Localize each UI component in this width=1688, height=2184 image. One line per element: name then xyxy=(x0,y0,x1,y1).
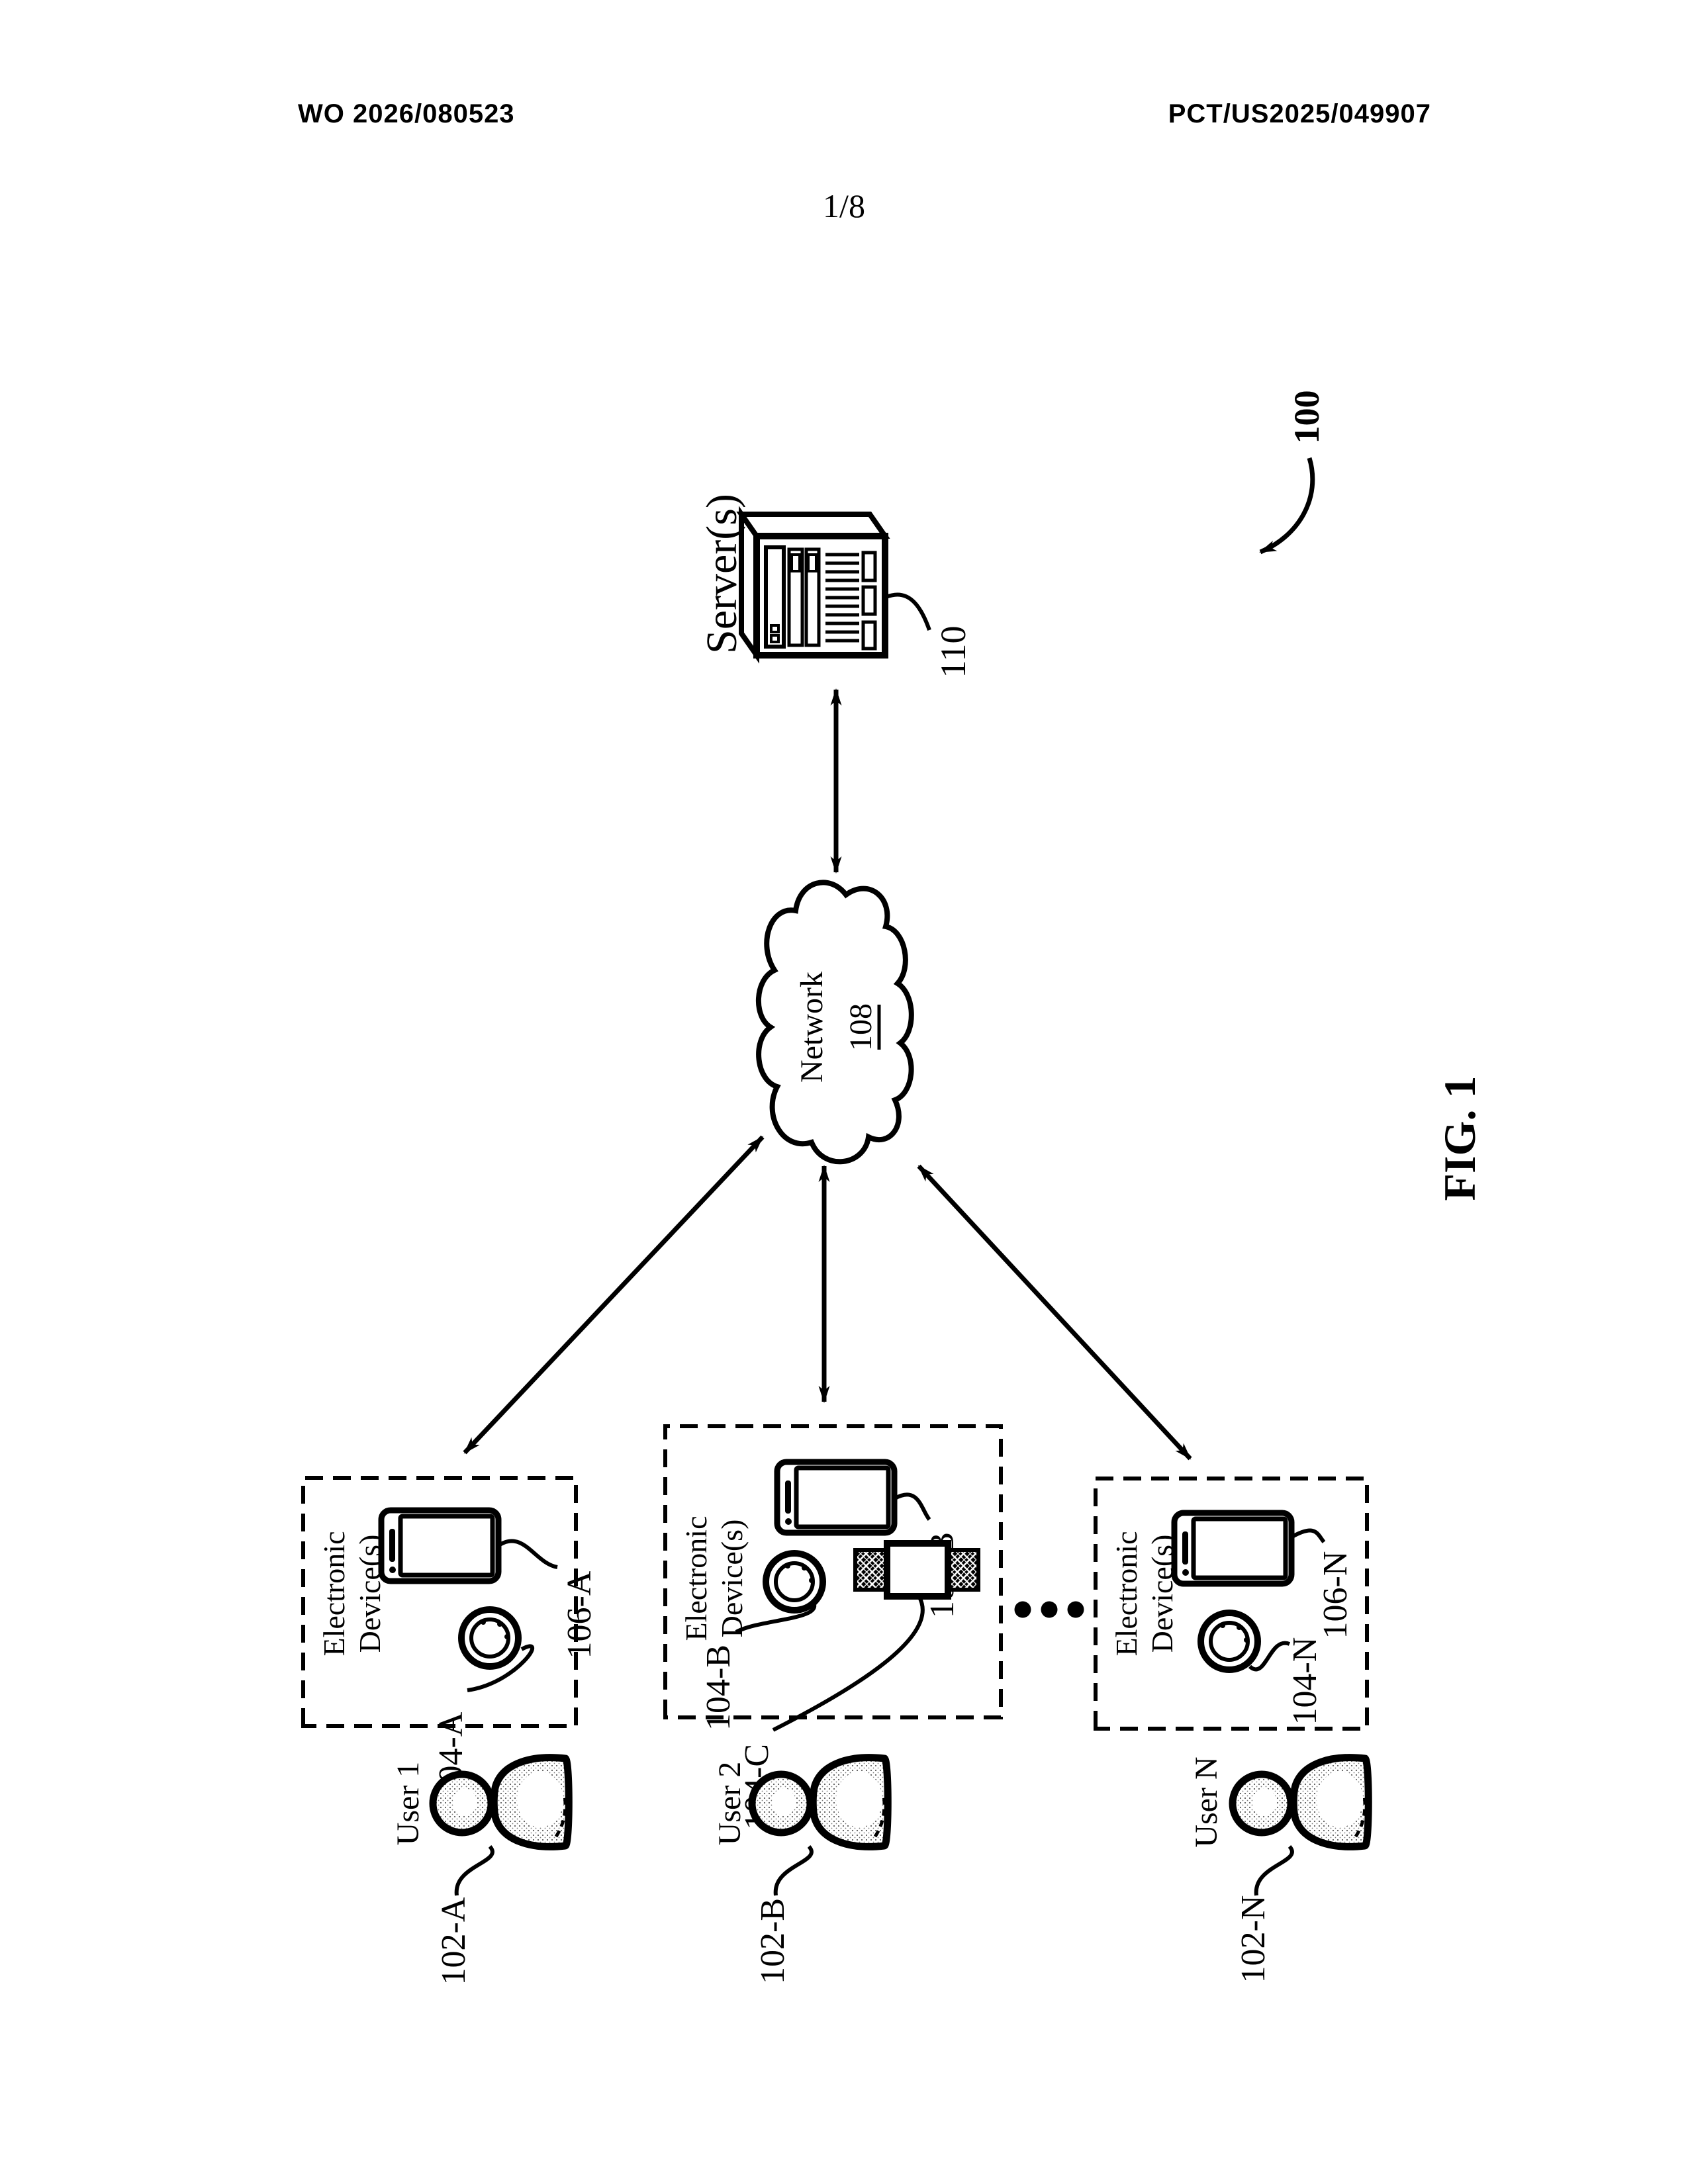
figure-caption: FIG. 1 xyxy=(1434,1076,1483,1201)
application-number: PCT/US2025/049907 xyxy=(1168,99,1431,128)
arrow-network-device-a xyxy=(463,1135,765,1455)
user-n-ref-label: 102-N xyxy=(1235,1895,1272,1983)
phone-n-ref-leader xyxy=(1291,1528,1326,1543)
arrow-network-device-n xyxy=(917,1164,1192,1461)
user-a-name: User 1 xyxy=(391,1762,426,1846)
user-n-name: User N xyxy=(1189,1756,1224,1847)
network-label: Network xyxy=(794,972,829,1083)
server-icon xyxy=(736,506,890,664)
server-vents xyxy=(825,553,859,643)
device-box-b-border xyxy=(663,1424,1003,1719)
user-b-group: User 2 102-B xyxy=(712,1758,888,1984)
device-box-b-title-line1: Electronic xyxy=(679,1516,713,1641)
device-box-n: Electronic Device(s) 106-N 104-N xyxy=(1094,1477,1369,1731)
user-b-ref-label: 102-B xyxy=(754,1898,792,1984)
device-box-b-title-line2: Device(s) xyxy=(715,1520,749,1638)
server-ref-label: 110 xyxy=(933,626,973,678)
ring-icon xyxy=(461,1610,518,1666)
phone-icon xyxy=(777,1462,894,1533)
ring-b-ref-label: 104-B xyxy=(700,1645,737,1731)
ellipsis-dots xyxy=(1014,1601,1084,1618)
sheet-number: 1/8 xyxy=(823,187,865,224)
system-ref-group: 100 xyxy=(1259,390,1327,555)
user-n-group: User N 102-N xyxy=(1189,1756,1368,1983)
user-b-ref-leader xyxy=(773,1844,814,1896)
user-a-ref-label: 102-A xyxy=(435,1897,473,1985)
ring-n-ref-label: 104-N xyxy=(1286,1637,1324,1725)
device-box-a: Electronic Device(s) 106-A 104-A xyxy=(301,1476,598,1799)
user-a-group: User 1 102-A xyxy=(391,1758,569,1985)
phone-icon xyxy=(1174,1513,1291,1584)
user-n-ref-leader xyxy=(1254,1844,1294,1896)
watch-icon xyxy=(853,1540,980,1600)
watch-ref-leader xyxy=(772,1595,925,1732)
system-ref-label: 100 xyxy=(1287,390,1327,444)
ring-n-ref-leader xyxy=(1248,1641,1291,1672)
figure-1-diagram: Server(s) 110 100 Network 108 Electronic… xyxy=(301,390,1483,1985)
phone-a-ref-leader xyxy=(498,1539,558,1569)
device-box-n-title-line1: Electronic xyxy=(1109,1531,1143,1656)
phone-icon xyxy=(381,1510,498,1581)
publication-number: WO 2026/080523 xyxy=(298,99,515,128)
system-ref-arrow xyxy=(1259,457,1315,555)
server-group: Server(s) 110 xyxy=(698,494,973,678)
device-box-a-border xyxy=(301,1476,578,1728)
server-label: Server(s) xyxy=(698,494,746,654)
network-ref-label: 108 xyxy=(843,1003,878,1051)
device-box-a-title-line1: Electronic xyxy=(317,1531,351,1656)
user-b-name: User 2 xyxy=(712,1762,747,1846)
device-box-n-border xyxy=(1094,1477,1369,1731)
user-icon xyxy=(1233,1758,1368,1847)
ring-b-ref-leader xyxy=(735,1600,817,1634)
network-cloud-icon xyxy=(755,880,914,1165)
server-ref-leader xyxy=(885,592,931,631)
user-a-ref-leader xyxy=(454,1844,494,1896)
network-group: Network 108 xyxy=(755,880,914,1165)
phone-a-ref-label: 106-A xyxy=(561,1570,598,1659)
ring-a-ref-leader xyxy=(467,1644,535,1692)
phone-b-ref-leader xyxy=(894,1492,931,1521)
phone-n-ref-label: 106-N xyxy=(1317,1551,1354,1639)
ring-icon xyxy=(1201,1613,1258,1670)
